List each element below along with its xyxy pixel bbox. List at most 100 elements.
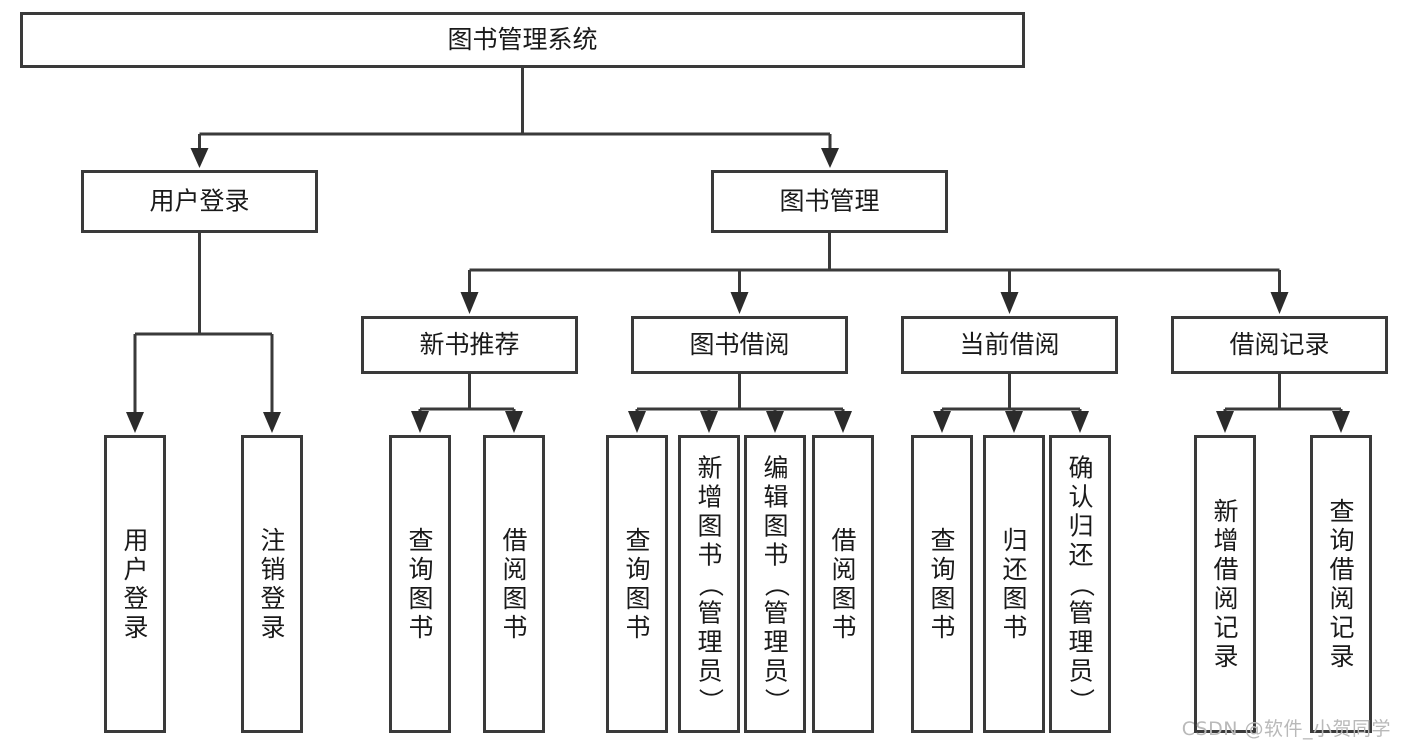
node-leaf-add-record-label-char: 新 (1213, 497, 1238, 526)
node-leaf-user-login-label-char: 户 (123, 555, 148, 584)
node-user-login-label: 用户登录 (149, 187, 249, 216)
node-leaf-confirm-return-label-char: 确 (1068, 454, 1093, 483)
node-root-title-rect (20, 12, 1025, 68)
node-leaf-edit-book-label-char: 管 (763, 599, 788, 628)
node-leaf-query-book-2-rect (606, 435, 668, 733)
node-leaf-query-record-label-char: 录 (1329, 642, 1354, 671)
connector-bookmanage-to-level3 (460, 233, 1289, 314)
node-leaf-confirm-return-label-char: 理 (1068, 628, 1093, 657)
node-leaf-query-record-rect (1310, 435, 1372, 733)
node-leaf-confirm-return-rect (1049, 435, 1111, 733)
node-leaf-add-book-label-char: 图 (697, 512, 722, 541)
node-leaf-confirm-return-label-char: 员 (1068, 657, 1093, 686)
node-leaf-borrow-book-2-rect (812, 435, 874, 733)
node-leaf-query-record-label-char: 询 (1329, 526, 1354, 555)
node-borrow-record-label: 借阅记录 (1229, 330, 1329, 359)
node-leaf-add-record-label-char: 记 (1213, 613, 1238, 642)
node-leaf-query-book-1-label-char: 图 (408, 584, 433, 613)
node-leaf-logout-label-char: 登 (260, 584, 285, 613)
node-leaf-logout-label-char: 销 (260, 555, 285, 584)
node-leaf-confirm-return-label-char: 管 (1068, 599, 1093, 628)
connector-newbook-to-leaves (411, 374, 523, 433)
node-leaf-borrow-book-1-label-char: 借 (502, 526, 527, 555)
connector-root-to-level2 (190, 68, 839, 168)
node-leaf-query-record-label-char: 借 (1329, 555, 1354, 584)
node-leaf-query-record-label-char: 查 (1329, 497, 1354, 526)
node-leaf-add-record-rect (1194, 435, 1256, 733)
node-leaf-add-record-label-char: 借 (1213, 555, 1238, 584)
node-leaf-borrow-book-1-label-char: 图 (502, 584, 527, 613)
node-new-book-recommend[interactable]: 新书推荐 (361, 316, 578, 374)
node-leaf-query-book-2-label-char: 询 (625, 555, 650, 584)
node-leaf-add-book-label-char: 书 (697, 541, 722, 570)
node-leaf-add-book-label-char: 管 (697, 599, 722, 628)
node-leaf-borrow-book-1-label-char: 阅 (502, 555, 527, 584)
node-leaf-add-book-label-char: 员 (697, 657, 722, 686)
node-leaf-add-book-label-char: 理 (697, 628, 722, 657)
node-leaf-user-login-label-char: 用 (123, 526, 148, 555)
node-leaf-query-record-label-char: 阅 (1329, 584, 1354, 613)
node-book-borrow[interactable]: 图书借阅 (631, 316, 848, 374)
node-leaf-user-login-rect (104, 435, 166, 733)
node-leaf-return-book-label-char: 书 (1002, 613, 1027, 642)
node-leaf-add-book-rect (678, 435, 740, 733)
node-leaf-add-book-label-char: 增 (697, 483, 722, 512)
connector-userlogin-to-leaves (126, 233, 281, 433)
node-book-borrow-rect (631, 316, 848, 374)
node-leaf-add-book-label-char: （ (696, 572, 725, 597)
node-leaf-add-record-label-char: 录 (1213, 642, 1238, 671)
connector-currentborrow-to-leaves (933, 374, 1089, 433)
node-leaf-confirm-return-label-char: 还 (1068, 541, 1093, 570)
connector-bookborrow-to-leaves (628, 374, 852, 433)
node-current-borrow[interactable]: 当前借阅 (901, 316, 1118, 374)
node-user-login[interactable]: 用户登录 (81, 170, 318, 233)
node-book-borrow-label: 图书借阅 (689, 330, 789, 359)
node-leaf-query-book-2-label-char: 书 (625, 613, 650, 642)
node-leaf-query-book-2-label-char: 图 (625, 584, 650, 613)
node-leaf-logout-label-char: 注 (260, 526, 285, 555)
node-root-title-label: 图书管理系统 (447, 25, 597, 54)
node-leaf-query-book-1-label-char: 书 (408, 613, 433, 642)
node-leaf-return-book-label-char: 还 (1002, 555, 1027, 584)
node-leaf-query-book-2-label-char: 查 (625, 526, 650, 555)
node-leaf-edit-book-label-char: 员 (763, 657, 788, 686)
node-root-title[interactable]: 图书管理系统 (20, 12, 1025, 68)
node-leaf-query-book-1-rect (389, 435, 451, 733)
node-leaf-edit-book-label-char: 辑 (763, 483, 788, 512)
node-leaf-edit-book-label-char: 理 (763, 628, 788, 657)
node-leaf-borrow-book-2-label-char: 书 (831, 613, 856, 642)
node-leaf-query-book-1-label-char: 查 (408, 526, 433, 555)
node-leaf-user-login-label-char: 登 (123, 584, 148, 613)
node-book-manage-label: 图书管理 (779, 187, 879, 216)
node-book-manage[interactable]: 图书管理 (711, 170, 948, 233)
node-leaf-edit-book-rect (744, 435, 806, 733)
node-leaf-query-record-label-char: 记 (1329, 613, 1354, 642)
node-user-login-rect (81, 170, 318, 233)
node-leaf-query-book-1-label-char: 询 (408, 555, 433, 584)
node-leaf-borrow-book-1-label-char: 书 (502, 613, 527, 642)
node-new-book-recommend-rect (361, 316, 578, 374)
node-new-book-recommend-label: 新书推荐 (419, 330, 519, 359)
node-leaf-confirm-return-label-char: 归 (1068, 512, 1093, 541)
node-borrow-record[interactable]: 借阅记录 (1171, 316, 1388, 374)
node-leaf-add-record-label-char: 阅 (1213, 584, 1238, 613)
node-leaf-confirm-return-label-char: ） (1067, 688, 1096, 713)
node-leaf-logout-label-char: 录 (260, 613, 285, 642)
node-leaf-user-login[interactable]: 用户登录 (104, 435, 166, 733)
node-leaf-borrow-book-2-label-char: 图 (831, 584, 856, 613)
node-leaf-borrow-book-2-label-char: 借 (831, 526, 856, 555)
node-leaf-query-book-3-label-char: 图 (930, 584, 955, 613)
